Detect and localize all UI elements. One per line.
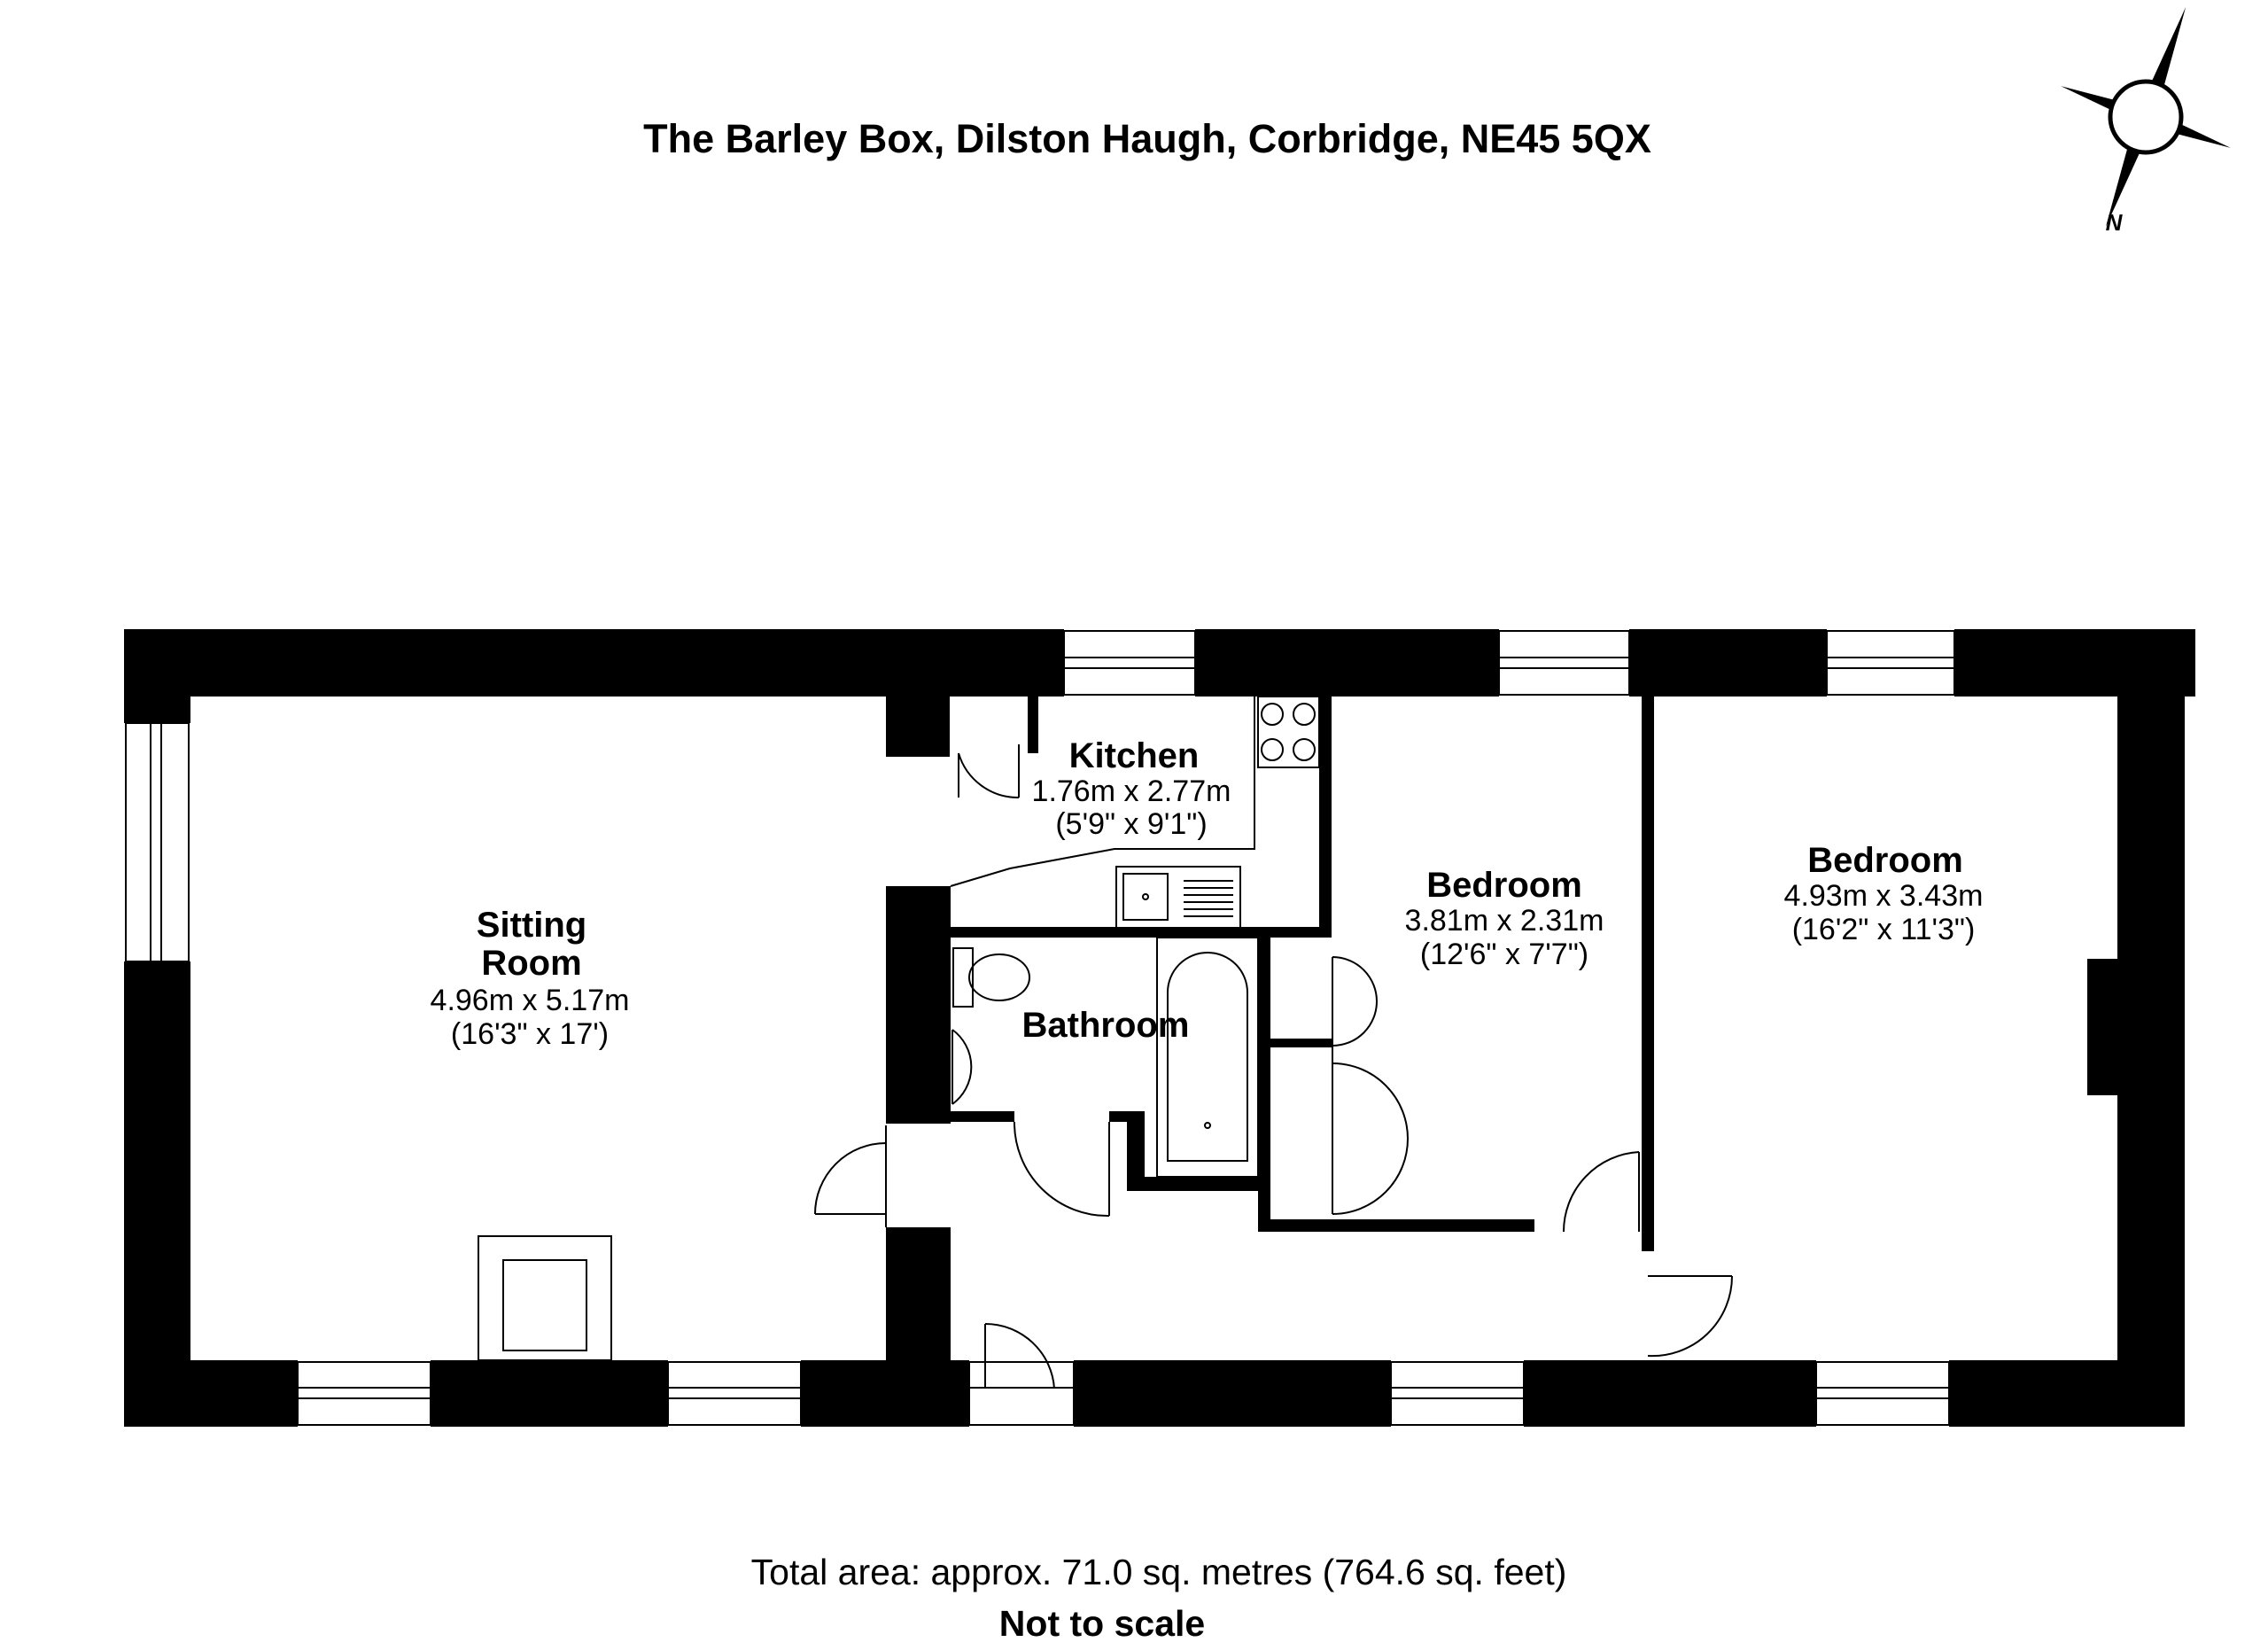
sitting-room-metric: 4.96m x 5.17m [431, 984, 630, 1017]
bedroom1-metric: 3.81m x 2.31m [1405, 904, 1604, 938]
sitting-room-name-line2: Room [481, 944, 581, 983]
sitting-room-imperial: (16'3" x 17') [451, 1017, 609, 1051]
bedroom2-name: Bedroom [1807, 841, 1963, 880]
toilet-icon [952, 947, 1030, 1008]
sitting-room-name-line1: Sitting [477, 906, 586, 945]
bedroom1-imperial: (12'6" x 7'7") [1420, 938, 1588, 971]
kitchen-sink-icon [1115, 866, 1241, 930]
kitchen-metric: 1.76m x 2.77m [1032, 774, 1231, 808]
bedroom1-door [1562, 1151, 1640, 1233]
windows [125, 630, 1955, 1426]
plan-title: The Barley Box, Dilston Haugh, Corbridge… [643, 116, 1651, 161]
wardrobe-doors [1332, 956, 1409, 1215]
bedroom1-name: Bedroom [1426, 866, 1582, 905]
entrance-door [968, 1322, 1075, 1426]
hob-icon [1261, 703, 1316, 761]
total-area: Total area: approx. 71.0 sq. metres (764… [751, 1552, 1567, 1592]
bedroom2-metric: 4.93m x 3.43m [1784, 879, 1984, 913]
bathtub-icon [1156, 937, 1259, 1178]
bedroom2-imperial: (16'2" x 11'3") [1792, 913, 1976, 946]
kitchen-worktop [950, 696, 1320, 887]
kitchen-name: Kitchen [1069, 736, 1200, 775]
bathroom-name: Bathroom [1022, 1006, 1190, 1045]
bathroom-door [1013, 1121, 1110, 1218]
sitting-room-door [814, 1125, 887, 1227]
kitchen-door [958, 744, 1020, 799]
outer-walls [124, 629, 2195, 1427]
bedroom2-door [1647, 1275, 1734, 1358]
fireplace [478, 1235, 612, 1361]
scale-note: Not to scale [999, 1603, 1205, 1644]
basin-icon [951, 1029, 973, 1105]
north-arrow-icon [2061, 6, 2231, 228]
kitchen-imperial: (5'9" x 9'1") [1055, 807, 1207, 841]
compass-north-label: N [2106, 209, 2124, 236]
